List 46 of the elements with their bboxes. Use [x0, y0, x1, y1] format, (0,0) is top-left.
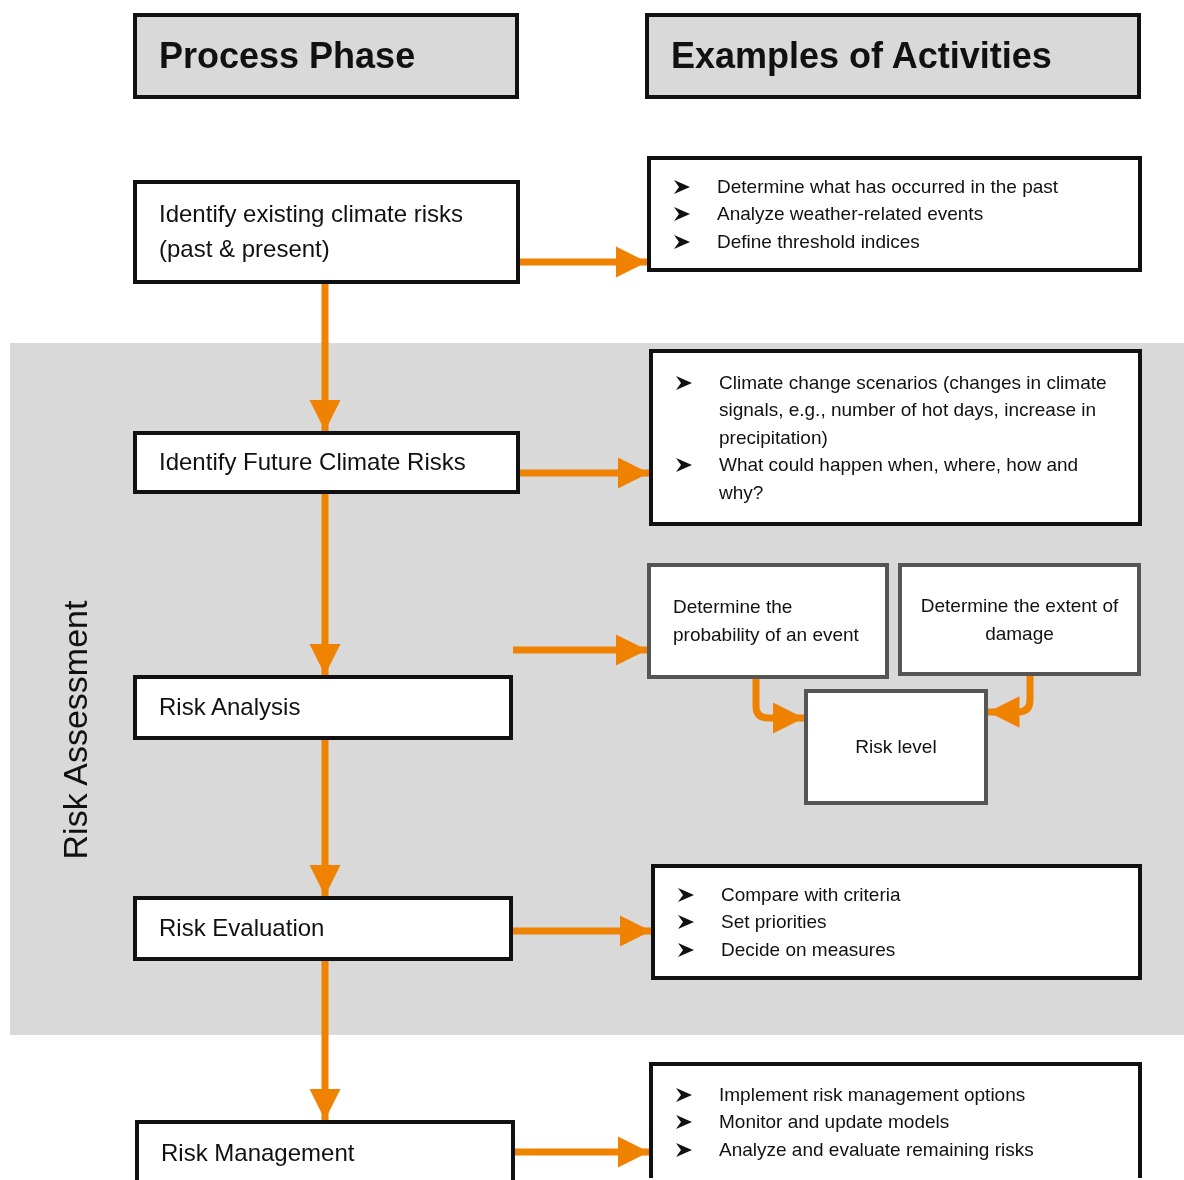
activity-text: Analyze and evaluate remaining risks [719, 1137, 1034, 1162]
step-box [647, 563, 889, 679]
activity-text: Compare with criteria [721, 882, 901, 907]
activity-text: Analyze weather-related events [717, 202, 984, 227]
activity-text: Monitor and update models [719, 1110, 950, 1135]
phase-label: Identify existing climate risks (past & present) [159, 199, 465, 264]
arrow [515, 1136, 649, 1168]
step-box [898, 563, 1141, 676]
activity-text: Implement risk management options [719, 1082, 1026, 1107]
activity-box [651, 864, 1142, 980]
step-box [804, 689, 988, 805]
arrow [520, 246, 647, 278]
arrow [309, 494, 341, 675]
phase-box [133, 896, 513, 961]
arrow [309, 284, 341, 431]
step-text: Determine the extent of damage [919, 593, 1120, 646]
heading-box [645, 13, 1141, 99]
activity-box [649, 1062, 1142, 1178]
phase-box [133, 431, 520, 494]
activity-text: What could happen when, where, how and why? [719, 453, 1080, 505]
arrow [309, 740, 341, 896]
activity-text: Climate change scenarios (changes in climate signals, e.g., number of hot days, increase in precipitation) [719, 370, 1108, 450]
heading-box [133, 13, 519, 99]
activity-box [649, 349, 1142, 526]
arrow [309, 961, 341, 1120]
column-heading: Process Phase [159, 35, 417, 77]
band-label: Risk Assessment [55, 600, 95, 860]
phase-label: Risk Management [161, 1137, 356, 1168]
arrow [513, 915, 651, 947]
column-heading: Examples of Activities [671, 35, 1053, 77]
activity-text: Define threshold indices [717, 229, 920, 254]
phase-box [135, 1120, 515, 1180]
step-text: Determine the probability of an event [673, 595, 860, 647]
phase-box [133, 675, 513, 740]
activity-text: Determine what has occurred in the past [717, 174, 1059, 199]
phase-label: Risk Evaluation [159, 913, 326, 944]
phase-box [133, 180, 520, 284]
phase-label: Identify Future Climate Risks [159, 447, 467, 478]
arrow [520, 457, 649, 489]
step-text: Risk level [855, 735, 937, 760]
arrow [752, 679, 804, 734]
assessment-band [10, 343, 1184, 1035]
phase-label: Risk Analysis [159, 692, 302, 723]
activity-text: Set priorities [721, 910, 827, 935]
activity-text: Decide on measures [721, 937, 896, 962]
activity-box [647, 156, 1142, 272]
